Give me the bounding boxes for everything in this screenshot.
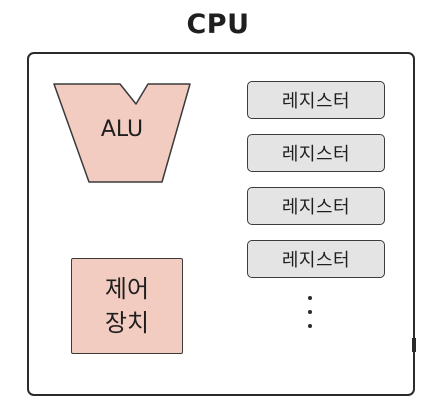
- alu-label: ALU: [100, 117, 144, 142]
- register-1: 레지스터: [247, 81, 385, 119]
- control-unit-label-line1: 제어: [104, 275, 150, 303]
- box-edge-mark: [412, 338, 416, 352]
- control-unit-label: 제어 장치: [105, 272, 149, 340]
- register-4: 레지스터: [247, 240, 385, 278]
- register-3: 레지스터: [247, 187, 385, 225]
- control-unit: 제어 장치: [71, 258, 183, 354]
- alu-shape: [53, 83, 191, 183]
- control-unit-label-line2: 장치: [104, 309, 150, 337]
- register-2: 레지스터: [247, 134, 385, 172]
- cpu-title: CPU: [186, 9, 250, 40]
- register-stack: 레지스터 레지스터 레지스터 레지스터: [247, 81, 385, 293]
- more-registers-ellipsis-icon: [304, 294, 316, 330]
